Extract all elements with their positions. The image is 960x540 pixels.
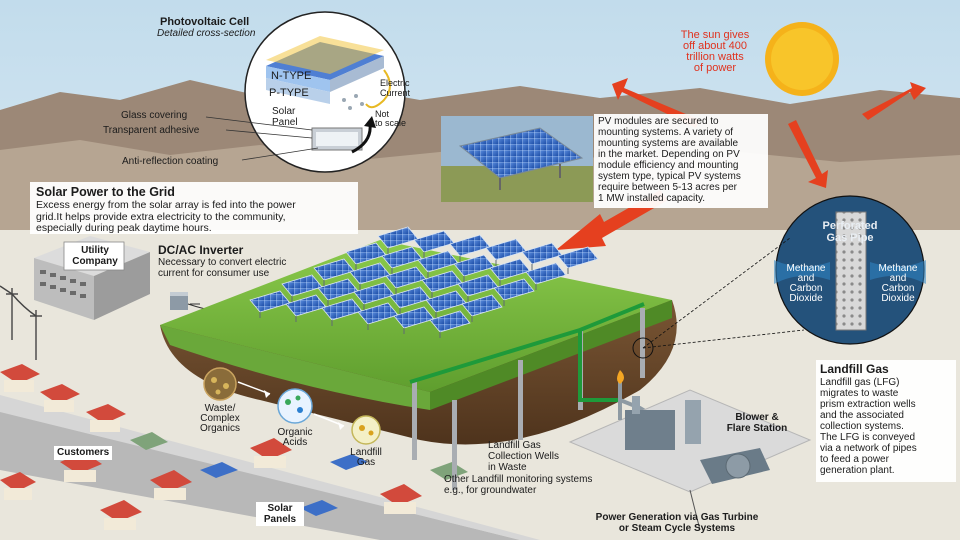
landfill-gas-text: Landfill gas (LFG) migrates to waste pri… — [820, 377, 917, 476]
solar-panel-label: Solar Panel — [272, 106, 298, 128]
gas-pipe-network — [409, 302, 645, 402]
inverter-text: Necessary to convert electric current fo… — [158, 257, 287, 279]
pv-module-photo — [441, 116, 593, 202]
pv-cell-callout — [205, 11, 406, 173]
power-lines — [0, 285, 42, 360]
inverter-box — [170, 292, 188, 310]
waste-label: Waste/ Complex Organics — [199, 403, 240, 434]
solar-panels-label: Solar Panels — [256, 502, 304, 526]
pv-modules-box: PV modules are secured to mounting syste… — [594, 114, 768, 208]
methane-right-label: Methane and Carbon Dioxide — [878, 263, 918, 304]
pv-cell-title: Photovoltaic Cell — [160, 16, 250, 28]
utility-building — [34, 236, 150, 320]
landfill-gas-title: Landfill Gas — [820, 362, 889, 376]
landfill-gas-process-label: Landfill Gas — [350, 447, 382, 468]
n-type-label: N-TYPE — [271, 70, 312, 82]
solar-grid-text: Excess energy from the solar array is fe… — [36, 199, 296, 234]
organic-acids-icon — [277, 388, 313, 424]
solar-panel — [429, 310, 471, 333]
solar-panel — [493, 278, 535, 301]
methane-left-label: Methane and Carbon Dioxide — [786, 263, 826, 304]
perforated-pipe-callout — [632, 195, 926, 359]
pv-modules-text: PV modules are secured to mounting syste… — [598, 116, 741, 204]
landfill-gas-box: Landfill Gas Landfill gas (LFG) migrates… — [816, 360, 956, 482]
power-plant — [568, 370, 812, 531]
solar-panel — [557, 246, 599, 269]
organic-acids-label: Organic Acids — [277, 427, 313, 448]
monitoring-label: Other Landfill monitoring systems e.g., … — [444, 474, 593, 496]
utility-company-label: Utility Company — [72, 245, 118, 267]
pv-cell-subtitle: Detailed cross-section — [157, 28, 256, 39]
power-generation-label: Power Generation via Gas Turbine or Stea… — [595, 512, 759, 534]
electric-current-label: Electric Current — [380, 78, 411, 98]
transparent-adhesive-label: Transparent adhesive — [103, 125, 200, 136]
customers-label: Customers — [54, 446, 113, 460]
solar-panel — [525, 262, 567, 285]
waste-icon — [203, 367, 237, 401]
process-icons — [203, 367, 381, 445]
anti-reflection-label: Anti-reflection coating — [122, 156, 219, 167]
not-to-scale-label: Not to scale — [375, 109, 407, 128]
solar-grid-title: Solar Power to the Grid — [36, 185, 175, 199]
inverter-block: DC/AC Inverter Necessary to convert elec… — [158, 243, 287, 280]
landfill-gas-icon — [351, 415, 381, 445]
flare-icon — [617, 370, 624, 384]
sun-caption: The sun gives off about 400 trillion wat… — [680, 29, 750, 74]
p-type-label: P-TYPE — [269, 87, 309, 99]
solar-grid-box: Solar Power to the Grid Excess energy fr… — [30, 182, 358, 234]
solar-panel — [461, 294, 503, 317]
glass-covering-label: Glass covering — [121, 110, 188, 121]
inverter-title: DC/AC Inverter — [158, 243, 244, 257]
blower-flare-label: Blower & Flare Station — [726, 412, 788, 434]
perforated-pipe-title: Perforated Gas Pipe — [822, 220, 878, 244]
collection-wells-label: Landfill Gas Collection Wells in Waste — [488, 440, 559, 473]
solar-panel-array — [249, 226, 599, 338]
